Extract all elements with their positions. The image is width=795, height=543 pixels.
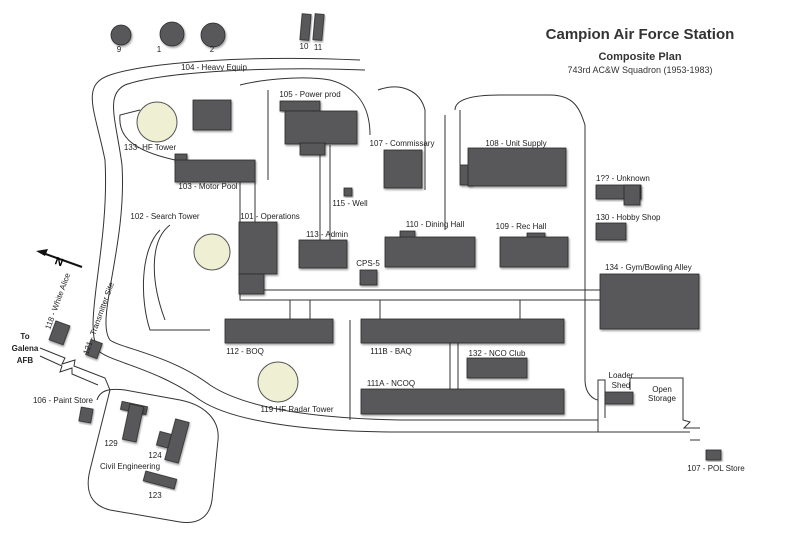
buildings: 104 - Heavy Equip 133- HF Tower 103 - Mo…: [12, 63, 746, 500]
tank-9-label: 9: [117, 45, 122, 54]
building-113-label: 113 - Admin: [306, 230, 348, 239]
cps5-label: CPS-5: [356, 259, 380, 268]
north-label: N: [53, 255, 65, 269]
building-130-label: 130 - Hobby Shop: [596, 213, 661, 222]
tank-10-label: 10: [300, 42, 309, 51]
building-109-label: 109 - Rec Hall: [496, 222, 547, 231]
building-107-commissary-label: 107 - Commissary: [370, 139, 435, 148]
building-123-label: 123: [148, 491, 162, 500]
open-storage-label: Open: [652, 385, 672, 394]
building-107-pol-label: 107 - POL Store: [687, 464, 745, 473]
map-subtitle: Composite Plan: [598, 51, 681, 63]
building-102-label: 102 - Search Tower: [130, 212, 200, 221]
building-108-label: 108 - Unit Supply: [485, 139, 546, 148]
open-storage-label-2: Storage: [648, 394, 677, 403]
tank-1-label: 1: [157, 45, 162, 54]
building-103-label: 103 - Motor Pool: [178, 182, 237, 191]
building-104-label: 104 - Heavy Equip: [181, 63, 247, 72]
building-111a-label: 111A - NCOQ: [367, 379, 415, 388]
tank-11-label: 11: [314, 43, 323, 52]
building-111b-label: 111B - BAQ: [370, 347, 412, 356]
roads: [39, 57, 700, 524]
to-galena-label-2: Galena: [12, 344, 39, 353]
building-112-label: 112 - BOQ: [226, 347, 264, 356]
building-unknown-label: 1?? - Unknown: [596, 174, 650, 183]
civil-engineering-label: Civil Engineering: [100, 462, 160, 471]
building-105-label: 105 - Power prod: [279, 90, 340, 99]
building-110-label: 110 - Dining Hall: [406, 220, 465, 229]
tanks: 9 1 2 10 11: [110, 13, 325, 54]
loader-shed-label: Loader: [609, 371, 634, 380]
building-132-label: 132 - NCO Club: [469, 349, 526, 358]
north-arrow: N: [36, 249, 83, 269]
building-115-label: 115 - Well: [332, 199, 367, 208]
building-134-label: 134 - Gym/Bowling Alley: [605, 263, 692, 272]
unit-label: 743rd AC&W Squadron (1953-1983): [567, 65, 712, 75]
to-galena-label-3: AFB: [17, 356, 34, 365]
building-106-label: 106 - Paint Store: [33, 396, 94, 405]
loader-shed-label-2: Shed: [612, 381, 631, 390]
tank-2-label: 2: [210, 45, 215, 54]
building-133-label: 133- HF Tower: [124, 143, 177, 152]
building-129-label: 129: [104, 439, 118, 448]
map-title: Campion Air Force Station: [546, 26, 735, 43]
building-124-label: 124: [148, 451, 162, 460]
to-galena-label: To: [20, 332, 29, 341]
title-block: Campion Air Force Station Composite Plan…: [546, 26, 735, 75]
building-101-label: 101 - Operations: [240, 212, 300, 221]
building-119-label: 119 HF Radar Tower: [260, 405, 333, 414]
